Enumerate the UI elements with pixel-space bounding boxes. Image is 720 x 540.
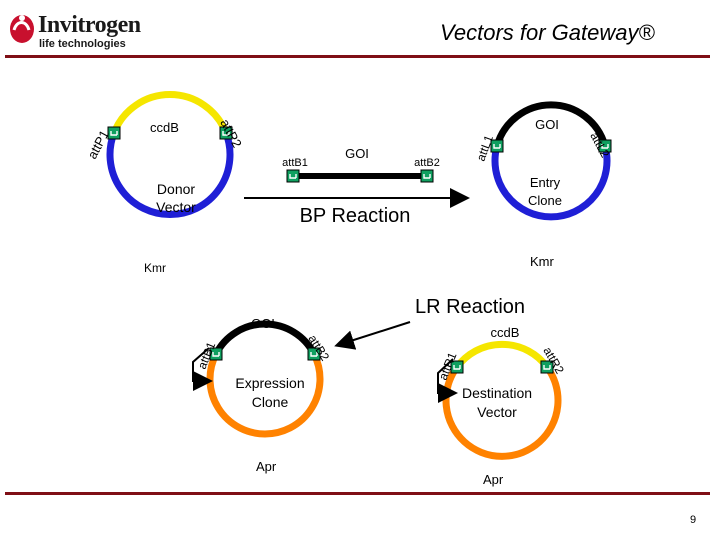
destination-label-line2: Vector — [477, 404, 517, 420]
destination-marker-label: ccdB — [491, 325, 520, 340]
logo-tagline: life technologies — [39, 38, 126, 50]
expression-label-line2: Clone — [252, 394, 289, 410]
entry-resistance: Kmr — [530, 254, 555, 269]
donor-marker-label: ccdB — [150, 120, 179, 135]
insert-site-left: attB1 — [282, 157, 308, 169]
insert-site-right: attB2 — [414, 157, 440, 169]
insert-fragment: GOI attB1 attB2 — [282, 146, 440, 183]
entry-gene-label: GOI — [535, 117, 559, 132]
invitrogen-logo: Invitrogen life technologies — [8, 8, 141, 54]
destination-vector-plasmid: ccdB attR1 attR2 Destination Vector Apr — [436, 325, 567, 487]
slide-title: Vectors for Gateway® — [440, 20, 655, 45]
entry-clone-plasmid: GOI attL1 attL2 Entry Clone Kmr — [474, 101, 612, 269]
expression-label-line1: Expression — [235, 375, 304, 391]
entry-label-line1: Entry — [530, 175, 561, 190]
entry-label-line2: Clone — [528, 193, 562, 208]
expression-resistance: Apr — [256, 459, 277, 474]
expression-gene-label: GOI — [251, 316, 275, 331]
lr-reaction-arrow — [334, 321, 411, 350]
expression-clone-plasmid: GOI attB1 attB2 Expression Clone Apr — [192, 316, 332, 474]
destination-resistance: Apr — [483, 472, 504, 487]
donor-resistance: Kmr — [144, 261, 166, 275]
donor-label-line1: Donor — [157, 181, 195, 197]
destination-promoter-arrow — [437, 358, 458, 403]
insert-gene-label: GOI — [345, 146, 369, 161]
expression-promoter-arrow — [192, 347, 213, 391]
page-number: 9 — [690, 514, 697, 526]
logo-drop-icon — [10, 15, 34, 43]
footer-divider — [5, 492, 710, 495]
bp-reaction-label: BP Reaction — [300, 205, 411, 227]
donor-vector-plasmid: ccdB attP1 attP2 Donor Vector Kmr — [84, 91, 245, 275]
logo-wordmark: Invitrogen — [38, 12, 141, 38]
donor-label-line2: Vector — [156, 199, 196, 215]
title-divider — [5, 55, 710, 58]
lr-reaction-label: LR Reaction — [415, 296, 525, 318]
destination-label-line1: Destination — [462, 385, 532, 401]
